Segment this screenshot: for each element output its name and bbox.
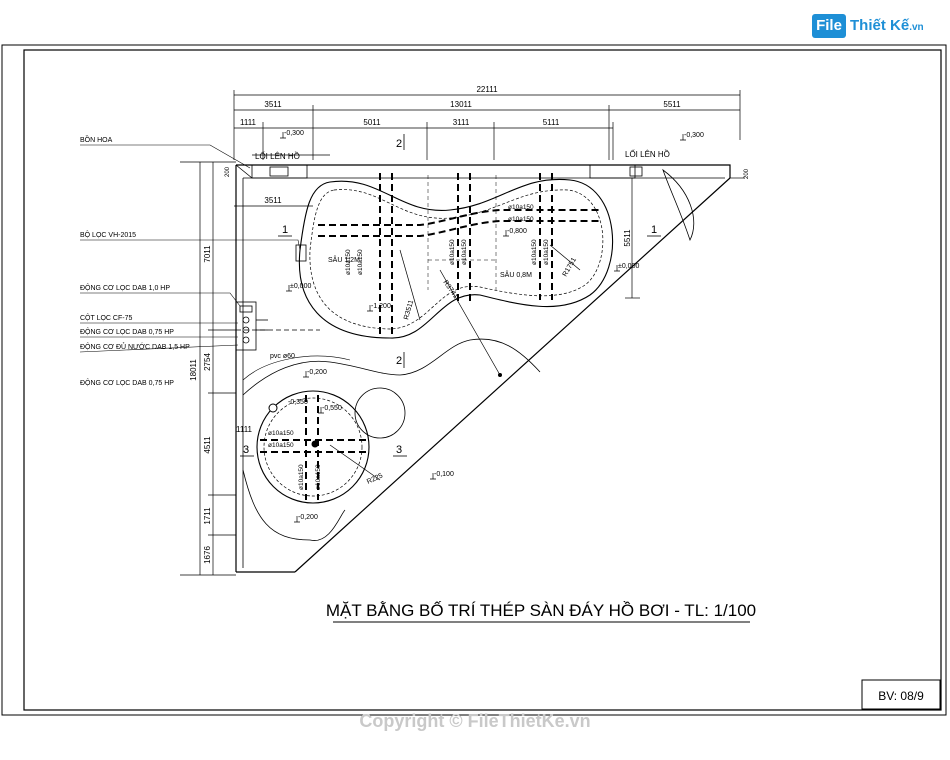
rebar-label-j: ø10a150 — [268, 442, 294, 449]
radius-4: R225 — [366, 472, 384, 485]
light-icon — [268, 403, 278, 413]
main-pool-thin-grid — [427, 175, 497, 290]
note-dong-co-4: ĐỘNG CƠ LỌC DAB 0,75 HP — [80, 378, 174, 387]
dim-edge-b: 200 — [744, 168, 750, 179]
dim-sub-b: 5011 — [363, 118, 381, 127]
rebar-label-c: ø10a150 — [345, 249, 352, 275]
radius-leaders — [236, 244, 581, 481]
dim-sub-d: 5111 — [543, 118, 560, 127]
entry-steps — [251, 154, 643, 179]
radius-1: R3511 — [403, 299, 415, 320]
label-entry-left: LỐI LÊN HỒ — [255, 151, 300, 161]
copyright-watermark: Copyright © FileThietKe.vn — [359, 711, 591, 731]
rebar-label-d: ø10a150 — [357, 249, 364, 275]
level-2: -0,300 — [684, 132, 704, 139]
dim-sub-a: 1111 — [240, 118, 257, 127]
site-outline — [235, 164, 731, 573]
section-2-mid: 2 — [396, 355, 402, 367]
section-1-left: 1 — [282, 224, 288, 236]
drawing-title: MẶT BẰNG BỐ TRÍ THÉP SÀN ĐÁY HỒ BƠI - TL… — [326, 600, 756, 620]
note-dong-co-1: ĐỘNG CƠ LỌC DAB 1,0 HP — [80, 283, 170, 292]
brand-logo: File Thiết Kế.vn — [812, 10, 927, 42]
top-dimensions — [233, 90, 741, 207]
dim-top-a: 3511 — [264, 100, 282, 109]
note-dong-co-3: ĐỘNG CƠ ĐỦ NƯỚC DAB 1,5 HP — [80, 342, 190, 351]
depth-deep: SÂU 1,2M — [328, 255, 360, 264]
section-1-right: 1 — [651, 224, 657, 236]
dim-top-b: 13011 — [450, 100, 472, 109]
section-3-right: 3 — [396, 444, 402, 456]
section-marker-lines — [240, 134, 661, 457]
section-markers: 1 1 2 2 3 3 — [243, 138, 657, 456]
dim-left-b: 2754 — [203, 353, 212, 371]
dim-right-a: 5511 — [623, 229, 632, 247]
dim-edge-a: 200 — [225, 166, 231, 177]
note-bon-hoa: BỒN HOA — [80, 134, 113, 144]
level-10: -0,100 — [434, 471, 454, 478]
level-8: -0,350 — [288, 399, 308, 406]
dim-left-e: 1676 — [203, 546, 212, 564]
radius-3: R1751 — [562, 257, 578, 278]
dim-top-c: 5511 — [663, 100, 681, 109]
level-7: -0,200 — [307, 369, 327, 376]
brand-suffix: .vn — [909, 22, 924, 33]
level-mark-symbols — [280, 132, 686, 523]
brand-name-text: Thiết Kế — [850, 17, 910, 34]
level-11: -0,200 — [298, 514, 318, 521]
level-6: -1,200 — [371, 303, 391, 310]
dim-inner-a: 3511 — [264, 196, 282, 205]
dim-left-a: 7011 — [203, 245, 212, 263]
rebar-labels: ø10a150 ø10a150 ø10a150 ø10a150 ø10a150 … — [268, 204, 550, 490]
rebar-label-h: ø10a150 — [543, 239, 550, 265]
note-dong-co-2: ĐỘNG CƠ LỌC DAB 0,75 HP — [80, 327, 174, 336]
dim-left-d: 1711 — [203, 507, 212, 525]
section-3-left: 3 — [243, 444, 249, 456]
note-bo-loc: BỘ LỌC VH-2015 — [80, 230, 136, 239]
rebar-label-e: ø10a150 — [449, 239, 456, 265]
label-entry-right: LỐI LÊN HỒ — [625, 149, 670, 159]
rebar-label-b: ø10a150 — [508, 216, 534, 223]
left-dimensions — [180, 161, 745, 576]
level-4: ±0,000 — [618, 263, 639, 270]
note-cot-loc: CỘT LỌC CF-75 — [80, 313, 132, 322]
rebar-label-l: ø10a150 — [315, 464, 322, 490]
brand-name: Thiết Kế.vn — [850, 17, 924, 34]
rebar-label-g: ø10a150 — [531, 239, 538, 265]
section-2-top: 2 — [396, 138, 402, 150]
dim-sub-c: 3111 — [453, 118, 470, 127]
round-pool — [242, 338, 541, 541]
rebar-label-i: ø10a150 — [268, 430, 294, 437]
sheet-number-box — [861, 679, 941, 710]
outer-frame — [1, 44, 947, 716]
center-mark — [498, 373, 502, 377]
level-3: ±0,000 — [290, 283, 311, 290]
dim-small-a: 1111 — [236, 425, 253, 434]
rebar-label-f: ø10a150 — [461, 239, 468, 265]
label-pvc: pvc ø60 — [270, 353, 295, 360]
drain-icon — [311, 440, 319, 448]
level-5: -0,800 — [507, 228, 527, 235]
filter-equipment — [235, 244, 307, 351]
rebar-label-k: ø10a150 — [298, 464, 305, 490]
dim-total-width: 22111 — [476, 85, 498, 94]
inner-frame — [23, 49, 942, 711]
note-leaders — [79, 144, 301, 353]
main-pool-rebar — [318, 173, 600, 335]
level-marks: -0,300 -0,300 ±0,000 ±0,000 -0,800 -1,20… — [284, 130, 704, 521]
brand-file-badge: File — [812, 14, 846, 38]
dim-left-c: 4511 — [203, 436, 212, 454]
level-9: -0,550 — [322, 405, 342, 412]
round-pool-rebar — [260, 395, 368, 500]
depth-shallow: SÂU 0,8M — [500, 270, 532, 279]
dim-left-total: 18011 — [189, 359, 198, 381]
level-1: -0,300 — [284, 130, 304, 137]
sheet-number: BV: 08/9 — [878, 689, 924, 703]
rebar-label-a: ø10a150 — [508, 204, 534, 211]
